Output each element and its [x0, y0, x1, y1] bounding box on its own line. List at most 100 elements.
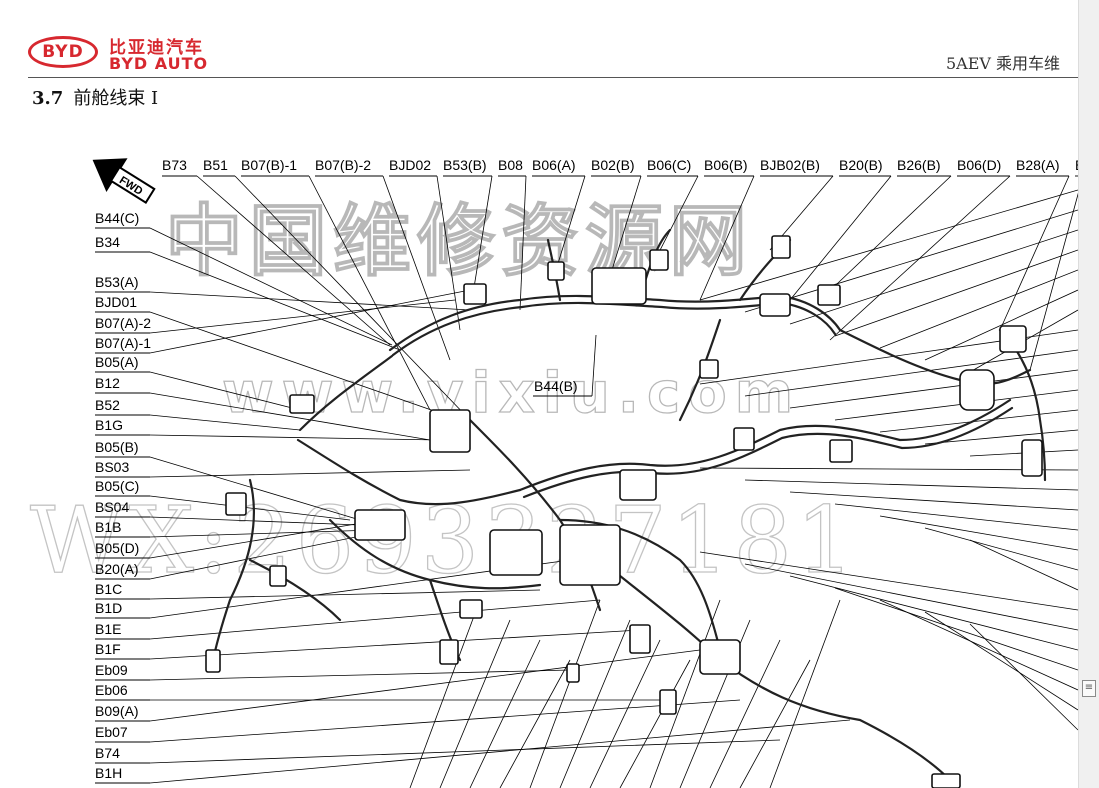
leader-line	[149, 311, 461, 421]
vertical-scrollbar[interactable]: ≡	[1078, 0, 1099, 788]
leader-line	[149, 299, 456, 334]
leader-line	[149, 227, 393, 346]
connector-label-top: B53(B)	[443, 157, 487, 173]
grip-lines-icon[interactable]: ≡	[1082, 680, 1096, 697]
leader-line	[789, 491, 1078, 511]
leader-line	[149, 519, 381, 559]
leader-line	[744, 563, 1078, 631]
connector-label-left: Eb07	[95, 724, 128, 740]
leader-line	[149, 289, 471, 354]
leader-line	[1029, 192, 1078, 371]
leader-line	[149, 649, 701, 722]
leader-line	[149, 589, 541, 600]
leader-line	[744, 349, 1078, 397]
connector-label-top: BJB02(B)	[760, 157, 820, 173]
connector-label-left: B12	[95, 375, 120, 391]
leader-line	[439, 619, 511, 788]
connector-label-left: BS04	[95, 499, 129, 515]
connector-label-top: B08	[498, 157, 523, 173]
leader-line	[654, 175, 699, 261]
leader-line	[149, 699, 741, 743]
leader-line	[999, 175, 1070, 331]
connector-label-left: BS03	[95, 459, 129, 475]
leader-line	[969, 623, 1078, 731]
leader-line	[699, 175, 755, 301]
connector-label-left: B1G	[95, 417, 123, 433]
leader-line	[149, 456, 361, 521]
leader-line	[436, 175, 461, 331]
leader-line	[789, 575, 1078, 651]
connector-label-top: B07(B)-1	[241, 157, 297, 173]
leader-line	[699, 467, 1078, 471]
connector-label-left: B53(A)	[95, 274, 139, 290]
connector-label-top: B73	[162, 157, 187, 173]
byd-logo: BYD 比亚迪汽车 BYD AUTO	[28, 33, 228, 75]
leader-line	[149, 529, 376, 538]
connector-label-top: B07(B)-2	[315, 157, 371, 173]
connector-label-left: Eb09	[95, 662, 128, 678]
leader-line	[196, 175, 391, 346]
section-title: 前舱线束 I	[73, 88, 159, 109]
leader-line	[149, 669, 571, 681]
connector-label-top: BJD02	[389, 157, 431, 173]
leader-line	[924, 527, 1078, 571]
leader-line	[149, 251, 401, 351]
connector-label-b44b: B44(B)	[534, 378, 578, 394]
leader-line	[744, 209, 1078, 313]
leader-line	[499, 659, 571, 788]
connector-label-top: B06(A)	[532, 157, 576, 173]
leader-line	[739, 659, 811, 788]
leader-line	[834, 587, 1078, 671]
leader-line	[149, 291, 471, 311]
connector-label-left: B05(C)	[95, 478, 139, 494]
leader-line	[559, 619, 631, 788]
connector-label-left: B09(A)	[95, 703, 139, 719]
leader-line	[149, 739, 781, 764]
connector-label-left: B05(D)	[95, 540, 139, 556]
connector-label-left: B1F	[95, 641, 121, 657]
center-connector-label: B44(B)	[533, 334, 597, 397]
connector-label-left: B05(B)	[95, 439, 139, 455]
leader-line	[789, 175, 892, 301]
connector-label-left: B34	[95, 234, 120, 250]
connector-label-left: B44(C)	[95, 210, 139, 226]
connector-label-left: Eb06	[95, 682, 128, 698]
connector-label-top: B06(B)	[704, 157, 748, 173]
fwd-arrow-icon: FWD	[92, 158, 156, 204]
leader-line	[469, 639, 541, 788]
leader-line	[879, 269, 1078, 349]
leader-line	[149, 414, 301, 431]
connector-label-left: B20(A)	[95, 561, 139, 577]
leader-line	[471, 175, 493, 301]
watermark-site-cn: 中国维修资源网	[165, 197, 753, 287]
connector-label-left: B1D	[95, 600, 122, 616]
brand-name-en: BYD AUTO	[109, 54, 209, 73]
connector-label-left: BJD01	[95, 294, 137, 310]
leader-line	[149, 516, 361, 526]
leader-line	[555, 175, 586, 271]
connector-label-top: B06(C)	[647, 157, 691, 173]
leader-line	[149, 371, 301, 411]
leader-line	[611, 175, 642, 271]
connector-label-left: B74	[95, 745, 120, 761]
leader-line	[649, 599, 721, 788]
leader-line	[308, 175, 431, 411]
leader-line	[879, 409, 1078, 433]
leader-line	[834, 503, 1078, 531]
connector-label-left: B1E	[95, 621, 121, 637]
connector-label-left: B1H	[95, 765, 122, 781]
leader-line	[149, 629, 641, 660]
leader-line	[709, 639, 781, 788]
leader-line	[699, 189, 1078, 301]
leader-line	[149, 469, 471, 478]
connector-label-left: B1C	[95, 581, 122, 597]
leader-line	[382, 175, 451, 361]
leader-line	[789, 229, 1078, 325]
connector-label-left: B52	[95, 397, 120, 413]
connector-label-left: B07(A)-1	[95, 335, 151, 351]
leader-line	[234, 175, 471, 421]
